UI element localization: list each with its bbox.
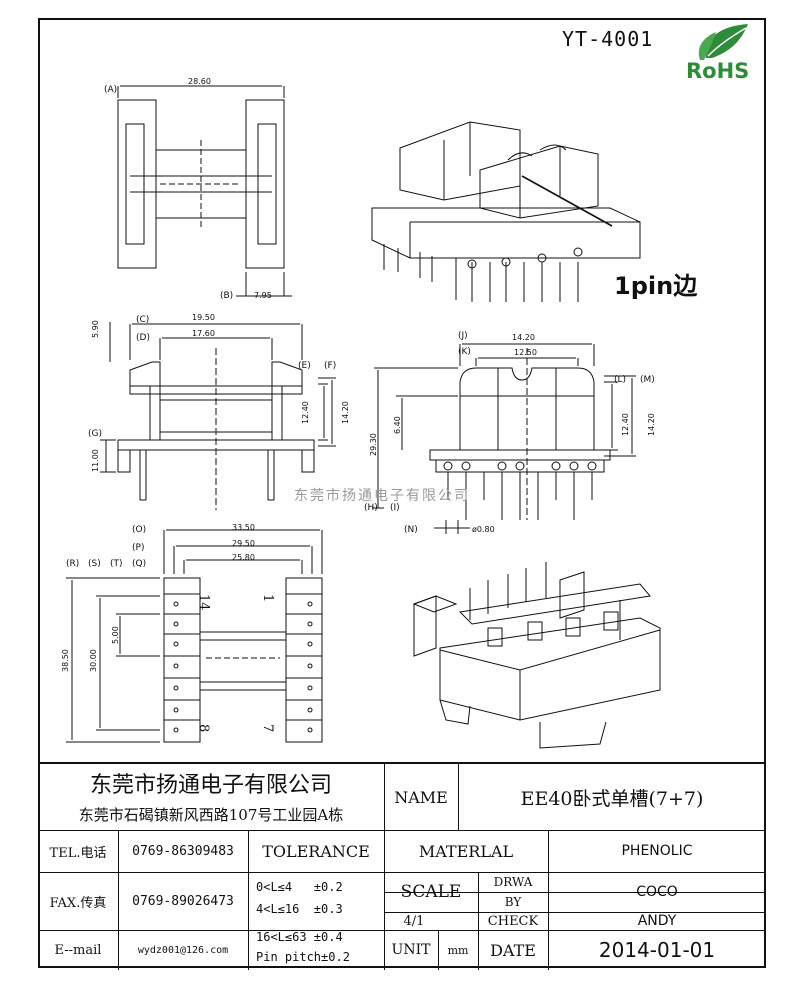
dim-e: 12.40	[301, 401, 310, 424]
drawn-by-label-1: DRWA	[493, 875, 533, 889]
watermark: 东莞市扬通电子有限公司	[294, 487, 470, 504]
dim-m: 14.20	[647, 413, 656, 436]
dim-i: 6.40	[393, 416, 402, 434]
pin-label-14: 14	[196, 594, 211, 611]
tolerance-row-3: 16<L≤63 ±0.4	[256, 930, 343, 944]
tel-label: TEL.电话	[49, 845, 107, 861]
dim-g: 11.00	[91, 449, 100, 472]
label-s: (S)	[88, 559, 101, 569]
top-view	[117, 85, 292, 297]
label-f: (F)	[324, 361, 336, 371]
date-value: 2014-01-01	[598, 938, 716, 962]
fax-value: 0769-89026473	[132, 893, 234, 909]
tolerance-row-1: 0<L≤4 ±0.2	[256, 880, 343, 894]
date-label: DATE	[490, 940, 536, 960]
dim-l: 12.40	[621, 413, 630, 436]
dim-b: 7.95	[254, 291, 272, 300]
label-q: (Q)	[132, 559, 146, 569]
dim-h: 29.30	[369, 433, 378, 456]
dim-n: ø0.80	[472, 525, 495, 534]
scale-value: 4/1	[403, 913, 425, 929]
company-address: 东莞市石碣镇新风西路107号工业园A栋	[78, 805, 344, 824]
dim-d: 17.60	[192, 329, 215, 338]
label-b: (B)	[220, 291, 233, 301]
side-view	[372, 343, 636, 534]
label-r: (R)	[66, 559, 79, 569]
drawn-by-value: COCO	[636, 884, 678, 900]
technical-drawing: (A) 28.60 (B) 7.95 1pin边 (C) 19.5	[61, 77, 698, 749]
material-label: MATERLAL	[418, 841, 514, 861]
pin-label-8: 8	[196, 724, 211, 732]
iso-view-top	[371, 121, 641, 302]
bottom-view	[66, 529, 323, 743]
label-p: (P)	[132, 543, 144, 553]
label-t: (T)	[110, 559, 123, 569]
label-l: (L)	[614, 375, 626, 385]
rohs-logo: RoHS	[686, 24, 749, 82]
drawing-frame	[38, 18, 766, 968]
iso-view-bottom	[412, 562, 661, 749]
dim-o: 33.50	[232, 523, 255, 532]
name-label: NAME	[394, 787, 448, 807]
tolerance-row-4: Pin pitch±0.2	[256, 950, 350, 964]
pin-label-7: 7	[260, 724, 275, 732]
dim-j: 14.20	[512, 333, 535, 342]
name-value: EE40卧式单槽(7+7)	[520, 787, 704, 810]
check-label: CHECK	[487, 913, 539, 929]
label-o: (O)	[132, 525, 146, 535]
tolerance-label: TOLERANCE	[262, 841, 370, 861]
dim-c: 19.50	[192, 313, 215, 322]
company-name: 东莞市扬通电子有限公司	[89, 773, 332, 798]
dim-r: 38.50	[61, 649, 70, 672]
dim-a: 28.60	[188, 77, 211, 86]
dim-q: 25.80	[232, 553, 255, 562]
label-c: (C)	[136, 315, 149, 325]
email-value: wydz001@126.com	[137, 944, 229, 956]
dim-s: 30.00	[89, 649, 98, 672]
label-i: (I)	[390, 503, 400, 513]
label-m: (M)	[640, 375, 655, 385]
title-block: 东莞市扬通电子有限公司 东莞市石碣镇新风西路107号工业园A栋 NAME EE4…	[38, 762, 766, 970]
rohs-text: RoHS	[686, 59, 749, 82]
label-a: (A)	[104, 85, 117, 95]
unit-label: UNIT	[391, 942, 431, 958]
dim-t: 5.00	[111, 626, 120, 644]
drawn-by-label-2: BY	[504, 895, 522, 909]
part-number: YT-4001	[562, 27, 654, 51]
label-n: (N)	[404, 525, 418, 535]
pin-label-1: 1	[260, 594, 275, 602]
label-e: (E)	[298, 361, 311, 371]
dim-p: 29.50	[232, 539, 255, 548]
dim-f: 14.20	[341, 401, 350, 424]
label-k: (K)	[458, 347, 471, 357]
tel-value: 0769-86309483	[132, 843, 234, 859]
unit-value: mm	[447, 943, 469, 957]
scale-label: SCALE	[400, 882, 462, 902]
label-j: (J)	[458, 331, 468, 341]
check-value: ANDY	[637, 913, 677, 929]
label-g: (G)	[88, 429, 102, 439]
label-d: (D)	[136, 333, 150, 343]
front-view	[100, 322, 336, 510]
tolerance-row-2: 4<L≤16 ±0.3	[256, 902, 343, 916]
label-h: (H)	[364, 503, 378, 513]
fax-label: FAX.传真	[49, 895, 107, 911]
dim-k: 12.50	[514, 348, 537, 357]
material-value: PHENOLIC	[621, 843, 693, 859]
pin-1-callout: 1pin边	[614, 272, 698, 300]
email-label: E--mail	[54, 942, 102, 958]
dim-top: 5.90	[91, 320, 100, 338]
